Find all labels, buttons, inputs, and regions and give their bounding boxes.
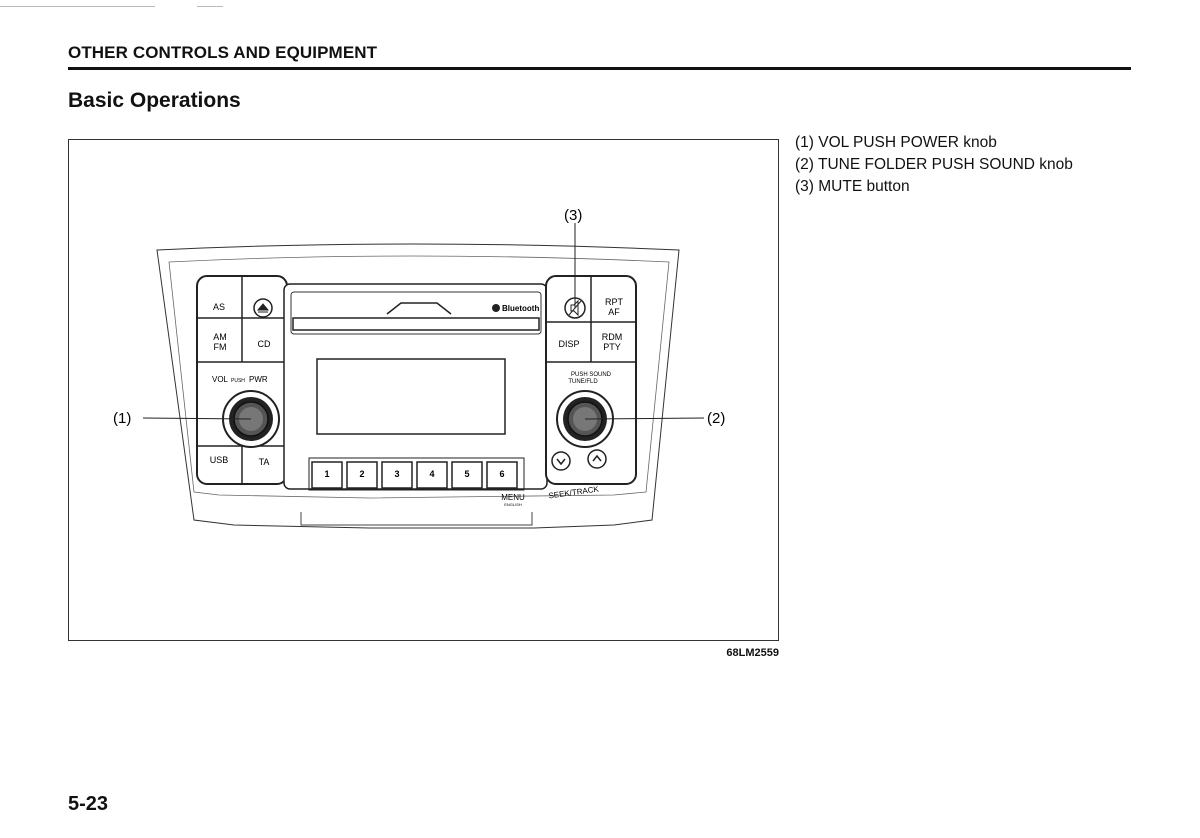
preset-button-frame [416, 461, 448, 489]
legend-list: (1) VOL PUSH POWER knob (2) TUNE FOLDER … [795, 132, 1073, 198]
preset-button-frame [381, 461, 413, 489]
preset-button-6[interactable]: 6 [486, 461, 518, 489]
svg-text:CD: CD [258, 339, 271, 349]
usb-button[interactable]: USB [210, 455, 229, 465]
callout-label-2: (2) [707, 410, 725, 427]
cd-slot [292, 317, 540, 331]
am-fm-button[interactable]: AM FM [213, 332, 227, 352]
seek-up-button[interactable] [587, 449, 607, 469]
preset-bar [308, 457, 525, 491]
svg-text:USB: USB [210, 455, 229, 465]
eject-button[interactable] [253, 298, 273, 318]
svg-text:TA: TA [259, 457, 270, 467]
svg-text:MENU: MENU [501, 493, 525, 502]
display-screen [316, 358, 506, 435]
svg-text:2: 2 [359, 469, 364, 479]
svg-text:AM: AM [213, 332, 227, 342]
svg-text:PUSH SOUND: PUSH SOUND [571, 372, 612, 378]
svg-text:RDM: RDM [602, 332, 623, 342]
svg-text:PTY: PTY [603, 342, 621, 352]
svg-text:FM: FM [214, 342, 227, 352]
svg-text:PUSH: PUSH [231, 378, 245, 384]
radio-bezel-inner [168, 255, 670, 499]
svg-text:ENGLISH: ENGLISH [504, 502, 522, 507]
cd-button[interactable]: CD [258, 339, 271, 349]
svg-text:AS: AS [213, 302, 225, 312]
svg-text:Bluetooth: Bluetooth [502, 304, 539, 313]
radio-bottom-flange [300, 512, 533, 526]
preset-button-4[interactable]: 4 [416, 461, 448, 489]
svg-text:3: 3 [394, 469, 399, 479]
section-title: OTHER CONTROLS AND EQUIPMENT [68, 43, 378, 62]
disp-button[interactable]: DISP [558, 339, 579, 349]
legend-item-1: (1) VOL PUSH POWER knob [795, 134, 997, 151]
callout-label-3: (3) [564, 207, 582, 224]
svg-text:PWR: PWR [249, 375, 268, 384]
preset-button-frame [451, 461, 483, 489]
chevron-up-icon [592, 454, 602, 462]
preset-button-frame [311, 461, 343, 489]
section-divider [68, 67, 1131, 70]
bluetooth-icon [492, 304, 500, 312]
svg-text:AF: AF [608, 307, 620, 317]
vol-label: VOL PUSH PWR [212, 375, 268, 384]
svg-text:VOL: VOL [212, 375, 229, 384]
preset-button-3[interactable]: 3 [381, 461, 413, 489]
as-button[interactable]: AS [213, 302, 225, 312]
svg-text:4: 4 [429, 469, 434, 479]
figure-code: 68LM2559 [726, 647, 779, 659]
radio-figure: AS AM FM CD VOL PUSH PWR USB TA [68, 139, 779, 641]
legend-item-3: (3) MUTE button [795, 178, 910, 195]
legend-item-2: (2) TUNE FOLDER PUSH SOUND knob [795, 156, 1073, 173]
rpt-af-button[interactable]: RPT AF [605, 297, 624, 317]
svg-text:RPT: RPT [605, 297, 624, 307]
svg-text:TUNE/FLD: TUNE/FLD [568, 379, 598, 385]
top-edge-line [197, 6, 223, 7]
svg-text:6: 6 [499, 469, 504, 479]
radio-panel-illustration: AS AM FM CD VOL PUSH PWR USB TA [113, 207, 725, 529]
svg-text:DISP: DISP [558, 339, 579, 349]
preset-button-frame [346, 461, 378, 489]
bluetooth-logo: Bluetooth [492, 304, 539, 313]
seek-down-button[interactable] [551, 451, 571, 471]
svg-text:1: 1 [324, 469, 329, 479]
ta-button[interactable]: TA [259, 457, 270, 467]
callout-line-1 [142, 417, 252, 420]
svg-text:5: 5 [464, 469, 469, 479]
chevron-down-icon [556, 458, 566, 466]
page-number: 5-23 [68, 793, 109, 815]
callout-line-2 [584, 417, 705, 420]
menu-button[interactable]: MENU ENGLISH [501, 493, 525, 507]
eject-icon [256, 303, 270, 313]
rdm-pty-button[interactable]: RDM PTY [602, 332, 623, 352]
seek-down-ring [551, 451, 571, 471]
page-title: Basic Operations [68, 89, 241, 112]
tune-knob-label: PUSH SOUND TUNE/FLD [568, 372, 611, 385]
preset-button-5[interactable]: 5 [451, 461, 483, 489]
preset-button-2[interactable]: 2 [346, 461, 378, 489]
preset-button-1[interactable]: 1 [311, 461, 343, 489]
top-edge-line [0, 6, 155, 7]
preset-button-frame [486, 461, 518, 489]
cd-slot-notch [386, 302, 452, 315]
seek-up-ring [587, 449, 607, 469]
callout-label-1: (1) [113, 410, 131, 427]
